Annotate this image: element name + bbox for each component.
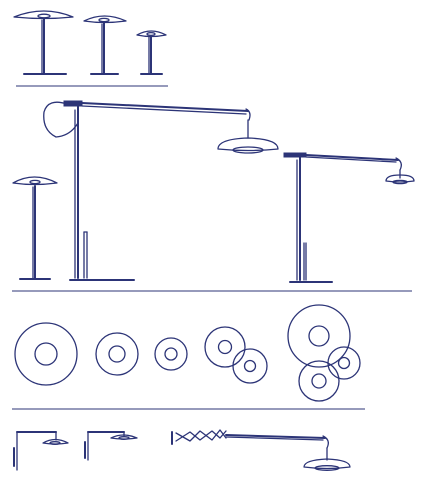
floor-lamp-small xyxy=(136,30,167,75)
shade-top-view-double-cluster xyxy=(204,326,268,384)
shade-top-view-small xyxy=(154,337,188,371)
shade-top-view-large xyxy=(14,322,78,386)
cantilever-floor-lamp-small xyxy=(283,152,415,283)
tall-and-cantilever-lamps-row xyxy=(12,100,415,283)
wall-lamp-center xyxy=(84,431,138,461)
wall-lamp-scissor-arm xyxy=(171,429,351,471)
wall-lamp-left xyxy=(13,431,69,471)
floor-lamps-row xyxy=(13,10,167,75)
floor-lamp-medium xyxy=(83,15,127,75)
floor-lamp-large xyxy=(13,10,74,75)
wall-lamps-row xyxy=(13,429,351,471)
cantilever-floor-lamp-large xyxy=(43,100,279,281)
shade-top-view-triple-cluster xyxy=(287,304,361,402)
shade-top-view-medium xyxy=(95,332,139,376)
tall-floor-lamp xyxy=(12,176,58,280)
shade-top-views-row xyxy=(14,304,361,402)
